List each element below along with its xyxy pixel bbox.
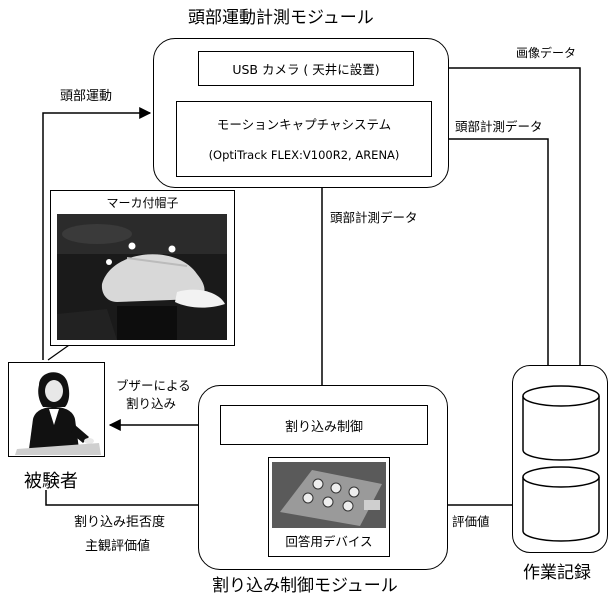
marker-cap-photo-frame: マーカ付帽子: [50, 190, 235, 346]
interrupt-control-label: 割り込み制御: [284, 419, 363, 435]
mocap-label-line1: モーションキャプチャシステム: [216, 117, 392, 132]
subject-icon: [15, 372, 101, 455]
database-icon-bottom: [522, 466, 600, 542]
head-data-right-label: 頭部計測データ: [455, 119, 543, 134]
head-motion-label: 頭部運動: [60, 89, 113, 104]
usb-camera-box: USB カメラ ( 天井に設置): [198, 51, 414, 86]
head-motion-arrow: [42, 107, 152, 360]
interrupt-control-box: 割り込み制御: [220, 405, 428, 445]
answer-device-photo: [272, 462, 386, 528]
work-record-title: 作業記録: [523, 563, 591, 583]
head-module-title: 頭部運動計測モジュール: [188, 8, 374, 28]
interrupt-module-title: 割り込み制御モジュール: [212, 576, 398, 596]
refusal-label-line1: 割り込み拒否度: [74, 515, 166, 530]
head-data-down-label: 頭部計測データ: [330, 210, 418, 225]
image-data-label: 画像データ: [516, 46, 577, 60]
answer-device-label: 回答用デバイス: [285, 534, 373, 549]
marker-cap-caption: マーカ付帽子: [106, 196, 179, 210]
marker-cap-photo: [57, 214, 227, 340]
mocap-label-line2: (OptiTrack FLEX:V100R2, ARENA): [208, 148, 400, 162]
evaluation-label: 評価値: [452, 514, 490, 529]
buzzer-label-line2: 割り込み: [126, 396, 177, 411]
subject-label: 被験者: [24, 471, 78, 492]
database-icon-top: [522, 385, 600, 461]
subject-photo-frame: [8, 362, 105, 457]
refusal-label-line2: 主観評価値: [85, 539, 151, 554]
image-data-arrow: [414, 67, 586, 385]
answer-device-box: 回答用デバイス: [268, 457, 390, 557]
head-data-right-arrow: [432, 138, 554, 385]
mocap-system-box: モーションキャプチャシステム (OptiTrack FLEX:V100R2, A…: [176, 101, 432, 177]
usb-camera-label: USB カメラ ( 天井に設置): [232, 62, 380, 77]
buzzer-label-line1: ブザーによる: [116, 378, 191, 393]
refusal-arrow: [45, 490, 270, 511]
